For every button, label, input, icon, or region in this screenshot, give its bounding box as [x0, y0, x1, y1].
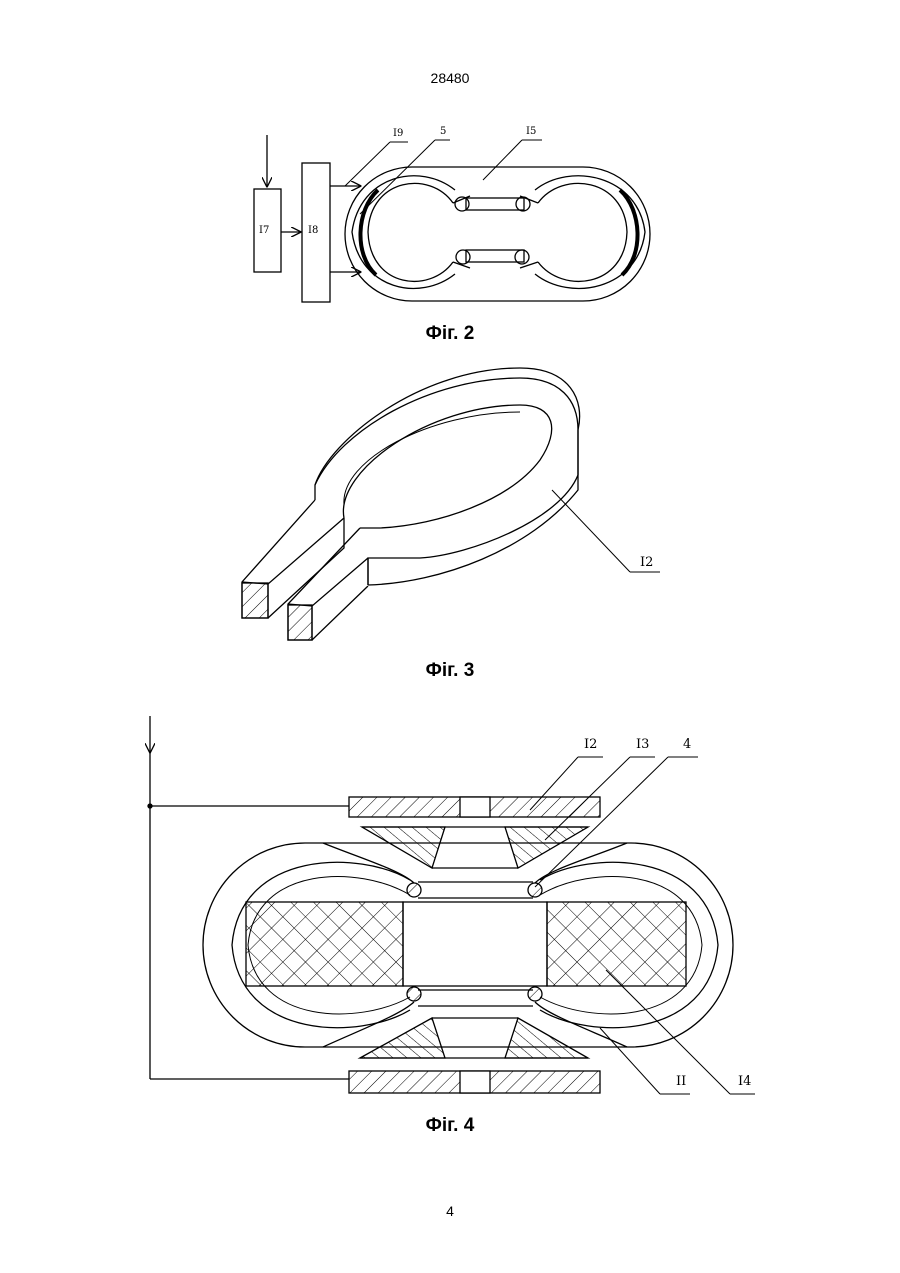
label-fig3-i2: I2 — [640, 557, 653, 569]
label-i9: I9 — [393, 128, 403, 140]
figure-4 — [148, 716, 755, 1094]
label-fig4-i2: I2 — [584, 739, 597, 751]
label-i5: I5 — [526, 126, 536, 138]
label-i8: I8 — [308, 225, 318, 237]
label-fig4-4: 4 — [683, 739, 691, 751]
figure-3-caption: Фіг. 3 — [390, 660, 510, 682]
fig4-pivot-br — [528, 987, 542, 1001]
figure-2 — [254, 135, 650, 302]
label-i7: I7 — [259, 225, 269, 237]
page-number: 4 — [0, 1203, 900, 1219]
insulator-top-left — [362, 827, 445, 868]
insert-left — [246, 902, 403, 986]
label-fig4-i4: I4 — [738, 1076, 751, 1088]
pivot-bl — [456, 250, 470, 264]
label-fig4-i3: I3 — [636, 739, 649, 751]
coil-inner-edge — [343, 405, 551, 528]
left-loop — [368, 183, 453, 281]
figure-4-caption: Фіг. 4 — [390, 1115, 510, 1137]
coil-outer-edge — [315, 368, 580, 585]
right-electrode — [620, 190, 638, 275]
central-channel — [403, 902, 547, 986]
top-bridge — [466, 198, 524, 210]
figure-2-caption: Фіг. 2 — [390, 323, 510, 345]
outer-stadium — [345, 167, 650, 301]
pivot-tr — [516, 197, 530, 211]
fig4-pivot-tl — [407, 883, 421, 897]
fig4-pivot-tr — [528, 883, 542, 897]
fig4-pivot-bl — [407, 987, 421, 1001]
insert-right — [547, 902, 686, 986]
right-loop — [538, 183, 627, 281]
label-5: 5 — [440, 126, 446, 138]
document-number: 28480 — [0, 70, 900, 86]
figure-3 — [242, 368, 660, 640]
label-fig4-ii: II — [676, 1076, 686, 1088]
